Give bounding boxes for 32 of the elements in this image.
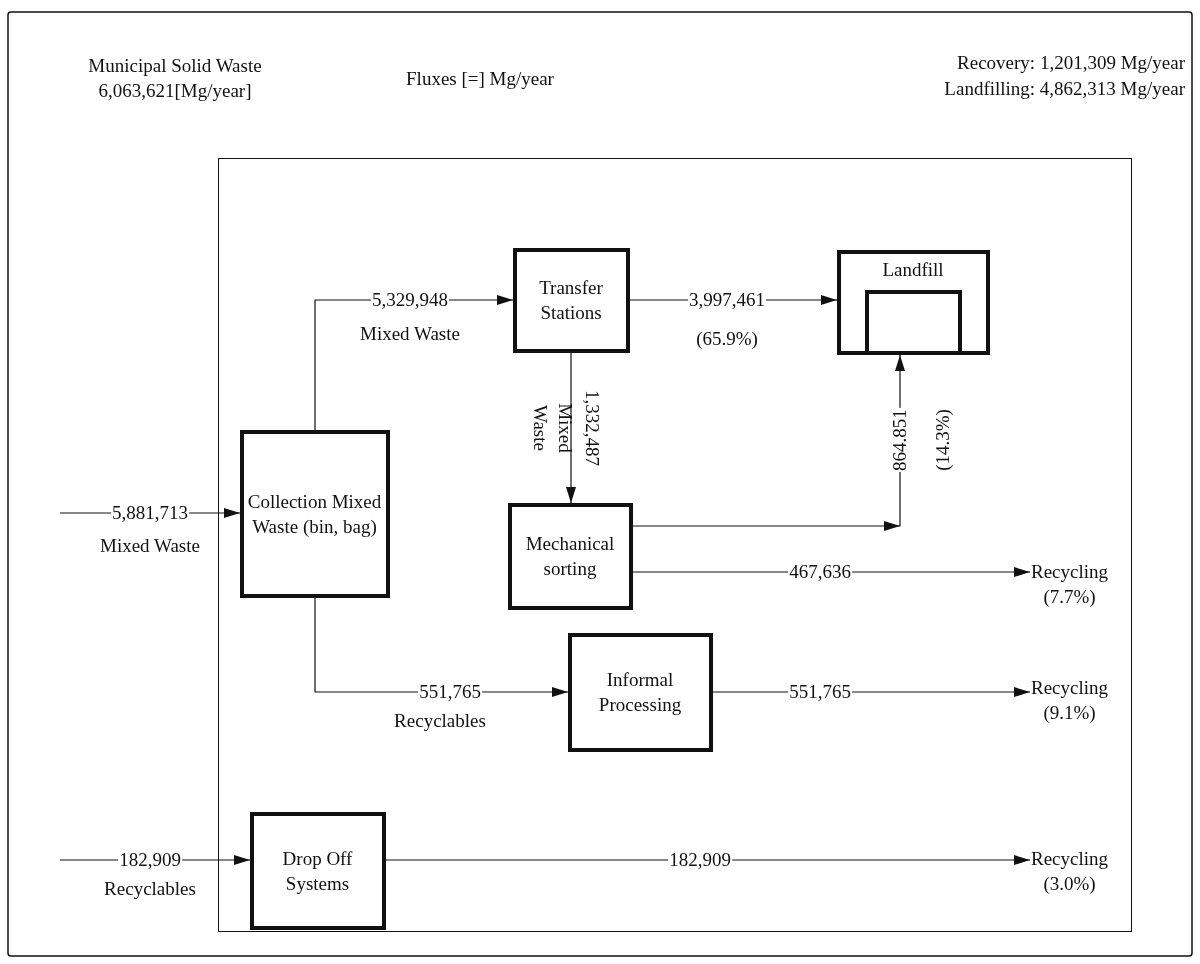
edge-label: 5,329,948 (371, 290, 449, 310)
output-label: Recycling (9.1%) (1029, 673, 1110, 726)
flow-note: (65.9%) (696, 326, 758, 351)
process-box: Informal Processing (567, 632, 713, 752)
edge-label: 3,997,461 (688, 290, 766, 310)
header-note: Landfilling: 4,862,313 Mg/year (944, 76, 1185, 101)
header-note: Recovery: 1,201,309 Mg/year (957, 50, 1185, 75)
flow-note: Mixed Waste (100, 533, 200, 558)
edge-label: 551,765 (418, 682, 482, 702)
process-box: Drop Off Systems (249, 811, 386, 930)
edge-label: 1,332,487 (582, 389, 602, 467)
edge-label: 551,765 (788, 682, 852, 702)
process-box: Collection Mixed Waste (bin, bag) (239, 429, 390, 598)
flow-note: Recyclables (394, 708, 486, 733)
edge-label: 467,636 (788, 562, 852, 582)
arrow (566, 352, 576, 504)
edge-label: 5,881,713 (111, 503, 189, 523)
arrow (385, 855, 1031, 865)
landfill-box: Landfill (836, 249, 990, 355)
process-box: Mechanical sorting (507, 502, 633, 610)
edge-label: 182,909 (118, 850, 182, 870)
process-box: Transfer Stations (512, 247, 630, 353)
edge-label: 182,909 (668, 850, 732, 870)
output-label: Recycling (7.7%) (1029, 557, 1110, 610)
flow-note: Recyclables (104, 876, 196, 901)
header-note: Fluxes [=] Mg/year (406, 66, 554, 91)
header-note: Municipal Solid Waste 6,063,621[Mg/year] (87, 54, 263, 103)
flow-note: Mixed Waste (360, 321, 460, 346)
output-label: Recycling (3.0%) (1029, 844, 1110, 897)
boundary-box (218, 158, 1132, 932)
flow-note: Mixed Waste (529, 402, 577, 455)
flow-note: (14.3%) (930, 409, 954, 471)
